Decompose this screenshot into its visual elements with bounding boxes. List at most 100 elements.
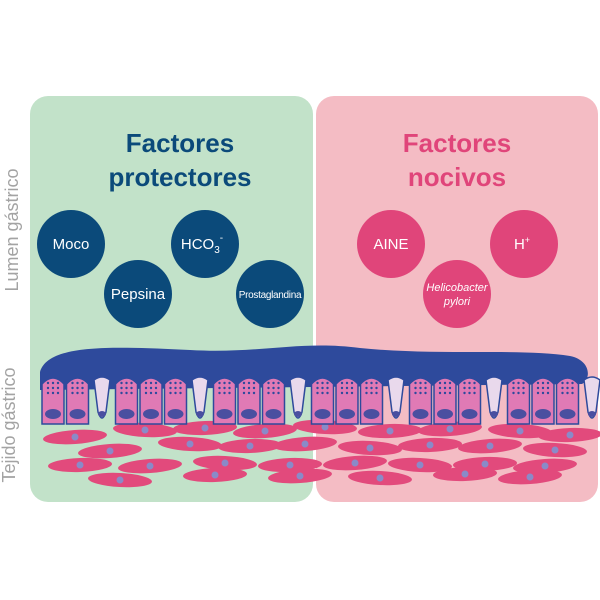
factor-helicobacter-line1: Helicobacter — [426, 282, 488, 294]
stromal-nucleus — [201, 424, 209, 432]
factor-pepsina: Pepsina — [104, 260, 172, 328]
secretory-granule — [468, 386, 471, 390]
epithelium-layer — [40, 345, 600, 425]
secretory-granule — [56, 391, 60, 395]
secretory-granule — [424, 386, 427, 390]
secretory-granule — [571, 391, 574, 395]
secretory-granule — [448, 381, 452, 385]
stromal-nucleus — [541, 462, 549, 470]
secretory-granule — [350, 386, 354, 390]
secretory-granule — [536, 386, 540, 390]
stromal-nucleus — [321, 423, 329, 431]
factor-pepsina-label: Pepsina — [111, 286, 166, 303]
stromal-nucleus — [246, 442, 254, 450]
secretory-granule — [345, 391, 349, 395]
secretory-granule — [130, 386, 133, 390]
cell-nucleus — [535, 409, 551, 419]
secretory-granule — [223, 391, 226, 395]
stromal-nucleus — [286, 461, 294, 469]
secretory-granule — [218, 381, 221, 385]
secretory-granule — [566, 381, 569, 385]
secretory-granule — [350, 391, 354, 395]
secretory-granule — [247, 381, 251, 385]
factor-h-plus-label: H+ — [514, 235, 530, 253]
secretory-granule — [149, 381, 153, 385]
secretory-granule — [522, 391, 525, 395]
secretory-granule — [71, 386, 74, 390]
factor-moco-circle — [37, 210, 105, 278]
secretory-granule — [473, 381, 476, 385]
secretory-granule — [541, 391, 545, 395]
goblet-nucleus — [490, 411, 498, 417]
stromal-nucleus — [116, 476, 124, 484]
secretory-granule — [174, 386, 177, 390]
factor-helicobacter-line2: pylori — [443, 296, 471, 308]
secretory-granule — [326, 381, 329, 385]
secretory-granule — [125, 381, 128, 385]
secretory-granule — [169, 381, 172, 385]
secretory-granule — [370, 386, 373, 390]
secretory-granule — [541, 386, 545, 390]
secretory-granule — [252, 391, 256, 395]
secretory-granule — [370, 391, 373, 395]
secretory-granule — [154, 386, 158, 390]
stromal-nucleus — [211, 471, 219, 479]
secretory-granule — [517, 386, 520, 390]
factor-h-base: H — [514, 236, 525, 253]
secretory-granule — [370, 381, 373, 385]
secretory-granule — [463, 391, 466, 395]
cell-nucleus — [363, 409, 380, 419]
secretory-granule — [120, 391, 123, 395]
cell-nucleus — [339, 409, 355, 419]
secretory-granule — [375, 386, 378, 390]
factor-prostaglandina-circle — [236, 260, 304, 328]
secretory-granule — [76, 381, 79, 385]
cell-nucleus — [461, 409, 478, 419]
secretory-granule — [149, 386, 153, 390]
secretory-granule — [228, 386, 231, 390]
secretory-granule — [247, 391, 251, 395]
stromal-nucleus — [516, 427, 524, 435]
stromal-nucleus — [526, 473, 534, 481]
cell-nucleus — [69, 409, 86, 419]
factor-h-plus-circle — [490, 210, 558, 278]
secretory-granule — [424, 391, 427, 395]
cell-nucleus — [167, 409, 184, 419]
secretory-granule — [174, 391, 177, 395]
secretory-granule — [463, 386, 466, 390]
stromal-nucleus — [416, 461, 424, 469]
secretory-granule — [71, 391, 74, 395]
secretory-granule — [125, 391, 128, 395]
secretory-granule — [272, 381, 275, 385]
secretory-granule — [267, 381, 270, 385]
secretory-granule — [326, 386, 329, 390]
secretory-granule — [536, 391, 540, 395]
secretory-granule — [154, 391, 158, 395]
cell-nucleus — [241, 409, 257, 419]
secretory-granule — [438, 391, 442, 395]
secretory-granule — [272, 386, 275, 390]
secretory-granule — [76, 391, 79, 395]
cell-nucleus — [216, 409, 233, 419]
secretory-granule — [345, 381, 349, 385]
secretory-granule — [561, 386, 564, 390]
secretory-granule — [468, 391, 471, 395]
secretory-granule — [242, 381, 246, 385]
secretory-granule — [56, 381, 60, 385]
secretory-granule — [448, 386, 452, 390]
stromal-nucleus — [71, 433, 79, 441]
secretory-granule — [130, 381, 133, 385]
secretory-granule — [321, 381, 324, 385]
factor-hco3-superscript: - — [220, 233, 223, 244]
secretory-granule — [174, 381, 177, 385]
secretory-granule — [340, 386, 344, 390]
secretory-granule — [277, 391, 280, 395]
factor-moco-label: Moco — [53, 236, 90, 253]
factor-aine: AINE — [357, 210, 425, 278]
secretory-granule — [375, 391, 378, 395]
protective-title-line1: Factores — [125, 128, 235, 158]
secretory-granule — [144, 391, 148, 395]
secretory-granule — [414, 381, 417, 385]
secretory-granule — [473, 386, 476, 390]
